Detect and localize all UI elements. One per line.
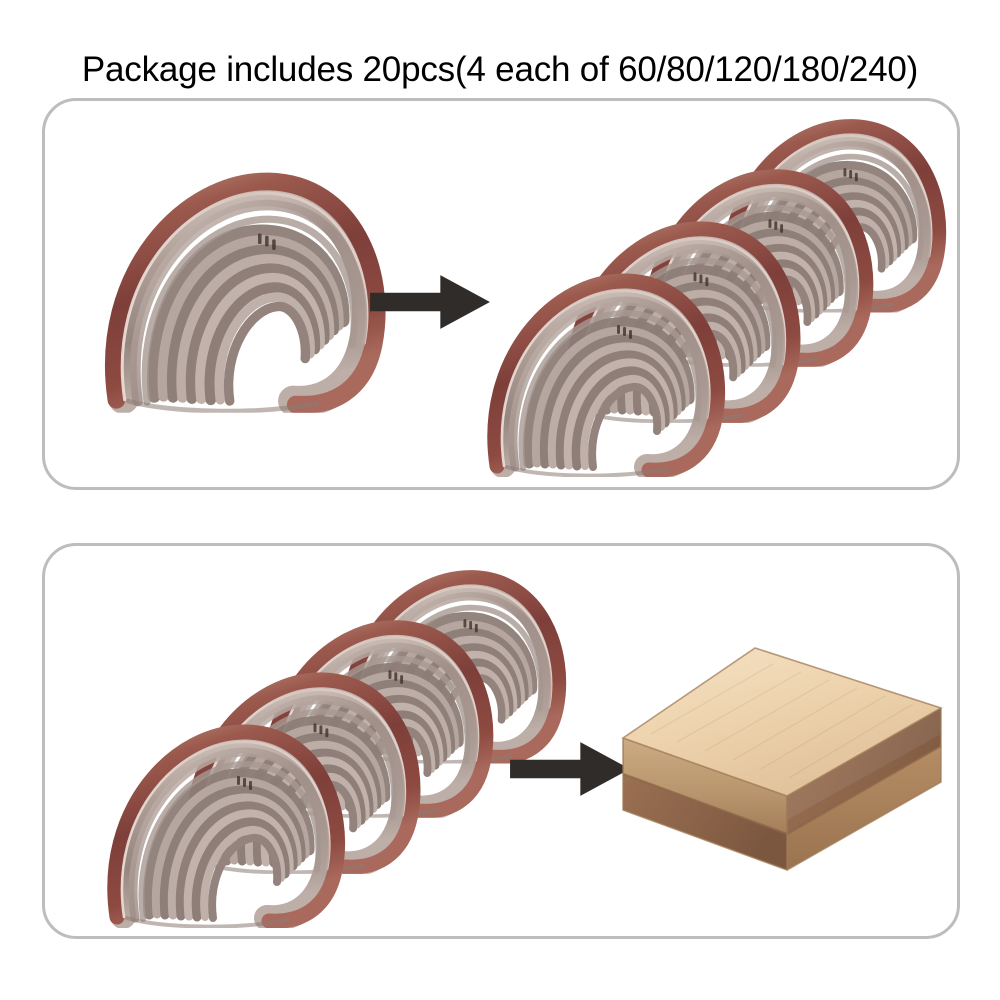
panel-bottom-stage [45,546,957,936]
panel-top-stage [45,101,957,487]
title-bar: Package includes 20pcs(4 each of 60/80/1… [0,40,1000,98]
sanding-belt-icon-single-stack [63,135,393,455]
sanding-belt-group-top [465,111,955,481]
panel-single-to-multiple [42,98,960,490]
sanding-belt-group-bottom [85,562,575,932]
cardboard-box-icon [605,634,955,884]
panel-belts-to-box [42,543,960,939]
page-title: Package includes 20pcs(4 each of 60/80/1… [81,49,919,89]
